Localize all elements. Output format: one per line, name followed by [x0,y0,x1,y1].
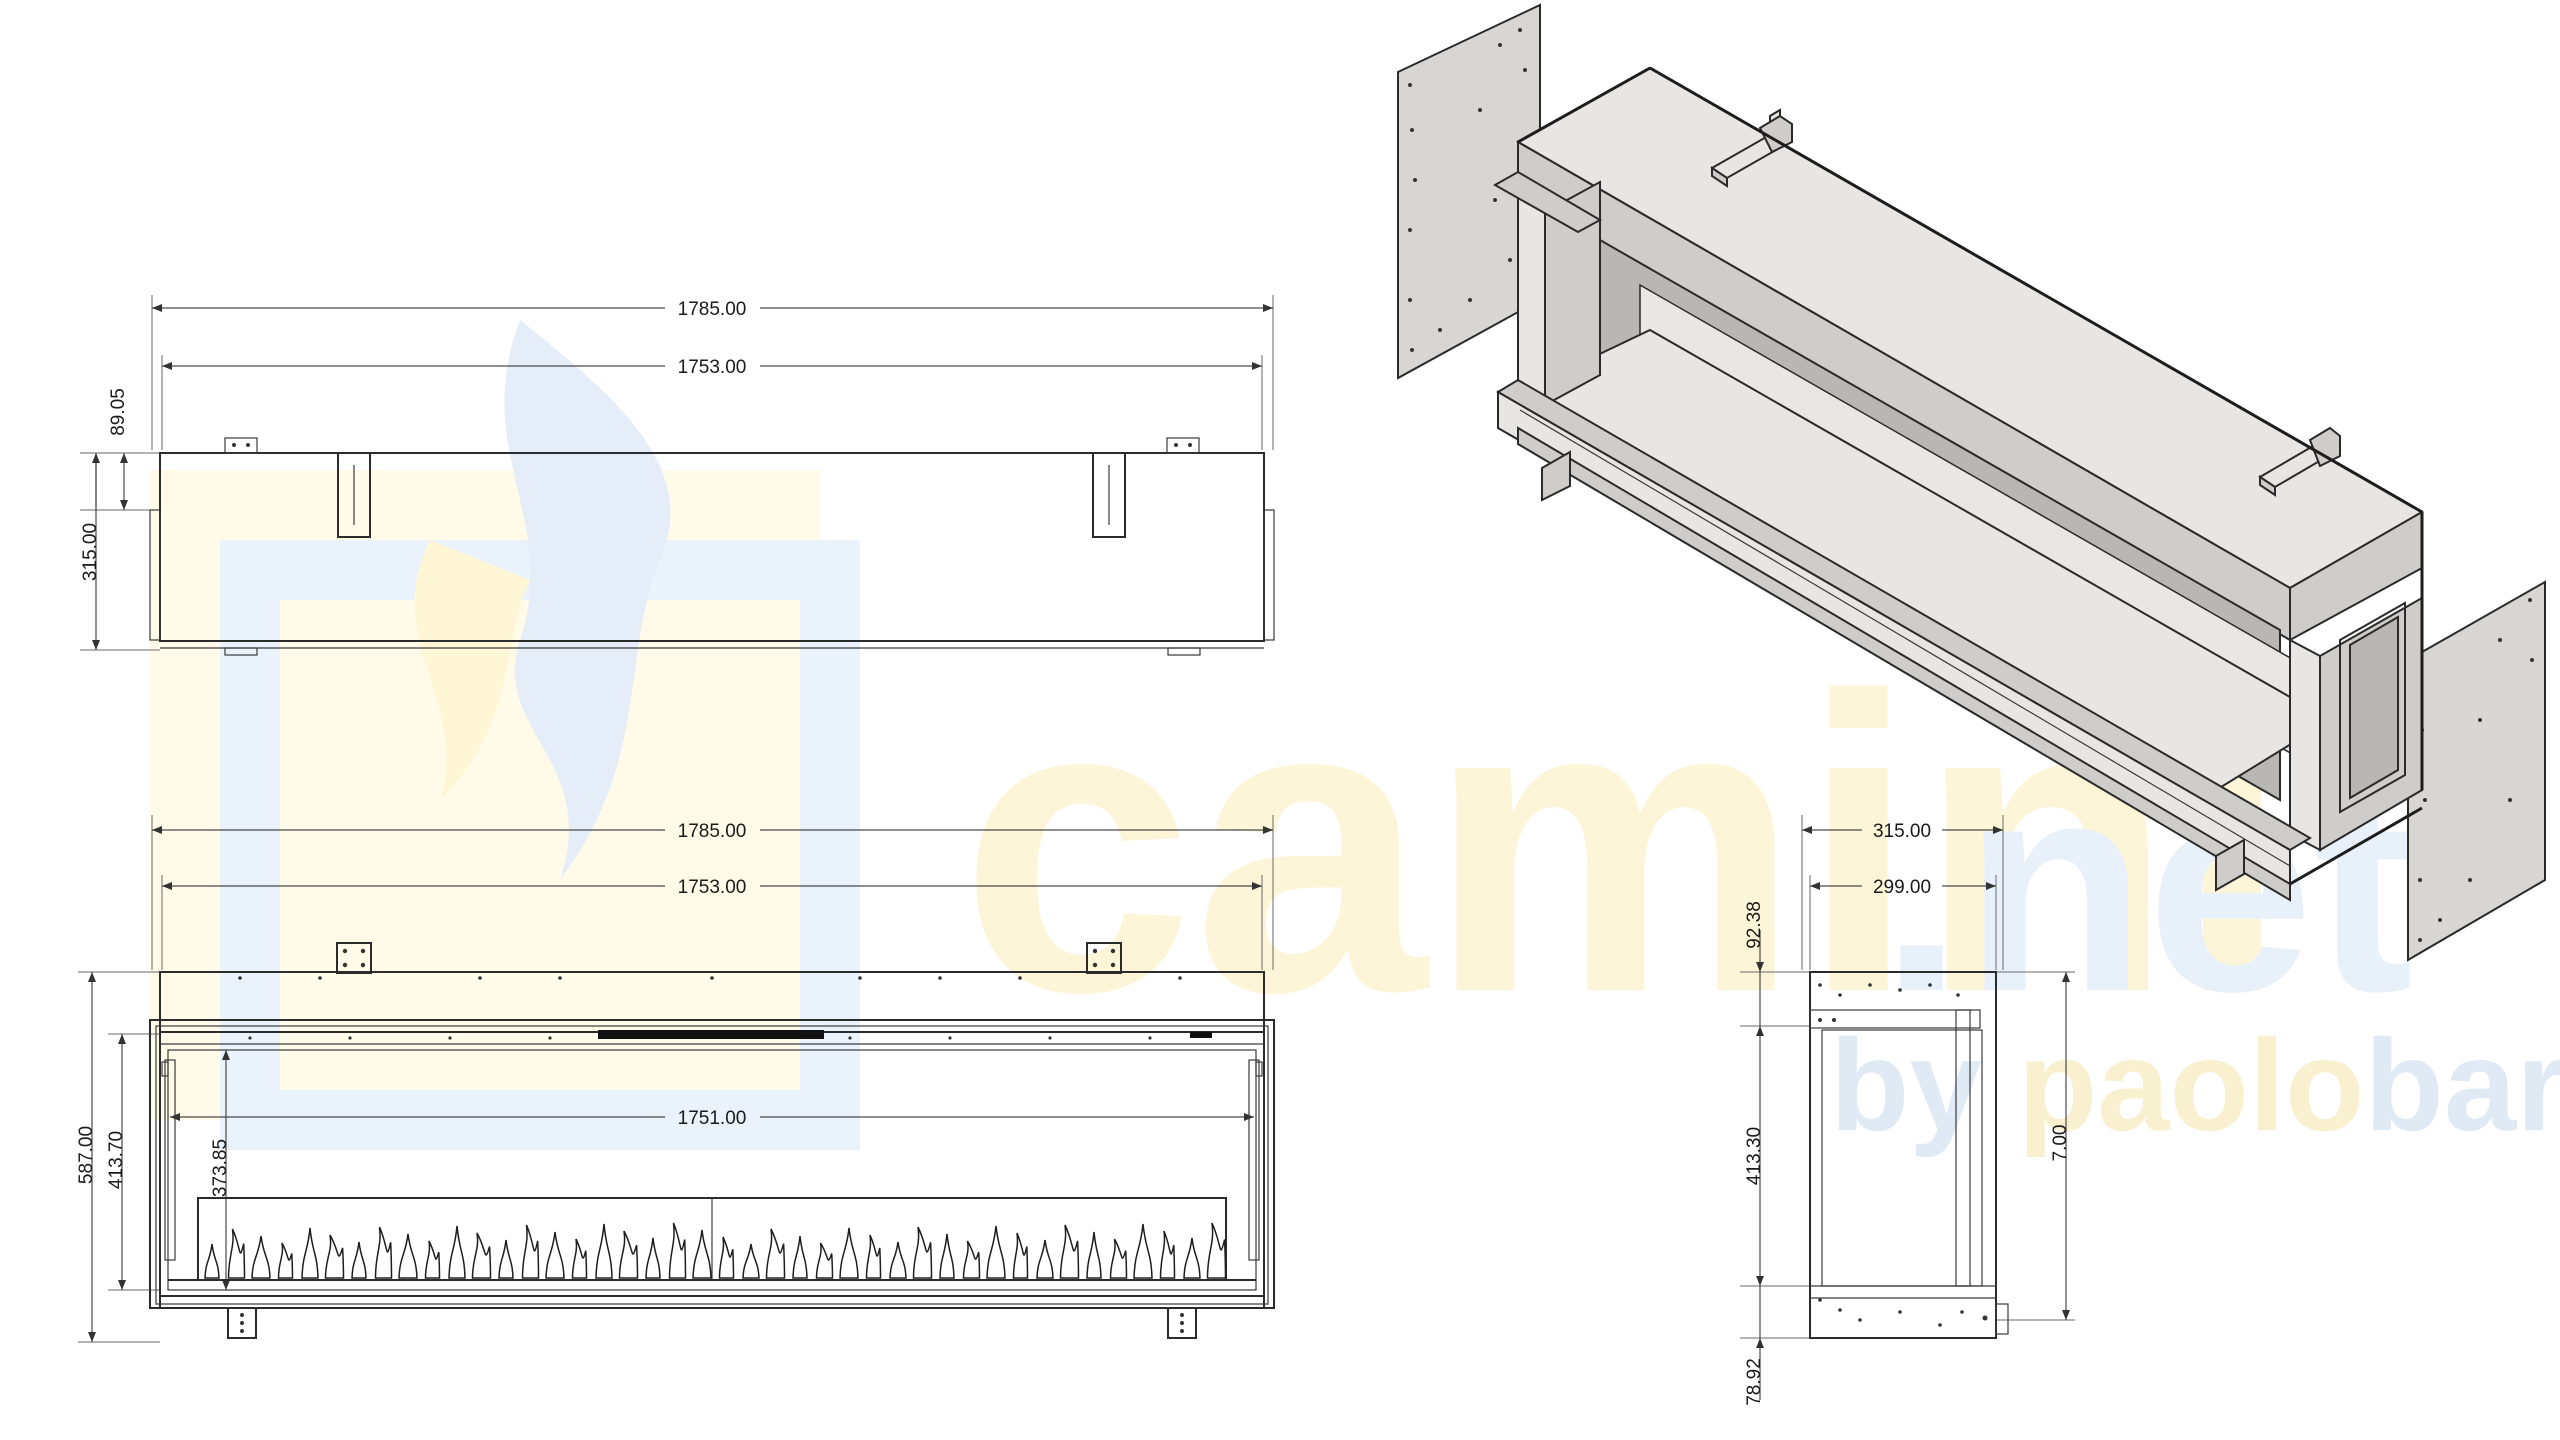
flame-shape [398,1233,418,1279]
flame-shape [912,1226,933,1279]
flame-shape [1206,1222,1227,1279]
front-opening-height-label: 413.70 [106,1131,127,1189]
flame-shape [521,1224,540,1279]
top-bracket-height-label: 89.05 [108,388,129,436]
front-inner-width-label: 1753.00 [678,877,747,898]
side-overall-depth-label: 315.00 [1873,821,1931,842]
flame-shape [227,1228,246,1279]
watermark-byline-end: barzotti [2364,1012,2560,1158]
watermark-flame-inner-icon [414,540,530,800]
flame-shape [301,1227,319,1279]
top-bracket-right [1166,437,1200,454]
top-slot-right [1092,452,1126,538]
watermark-byline-mid: paolo [2018,1012,2365,1158]
watermark-flame-icon [504,320,671,880]
flame-shape [668,1222,687,1279]
flame-shape [1059,1224,1080,1279]
side-lip-label: 7.00 [2050,1125,2071,1162]
front-opening [167,1049,1257,1291]
front-sensor [1190,1032,1212,1038]
flame-shape [1133,1223,1153,1279]
front-top-band-holes [238,976,1182,1040]
front-foot-left [227,1307,257,1339]
flame-shape [986,1225,1006,1279]
iso-right-side-panel [2407,580,2546,962]
flame-shape [962,1240,981,1279]
isometric-view [1397,3,2546,962]
front-overall-width-label: 1785.00 [678,821,747,842]
top-inner-width-label: 1753.00 [678,357,747,378]
side-opening-height-label: 413.30 [1744,1127,1765,1185]
side-view-body [1809,971,1997,1339]
side-view-holes [1818,983,1988,1327]
front-view: 1785.00 1753.00 587.00 413.70 373.85 [76,815,1275,1343]
top-slot-left [337,452,371,538]
side-bottom-offset-label: 78.92 [1744,1358,1765,1406]
iso-foot-right [2215,838,2245,892]
flame-shape [839,1227,859,1279]
front-opening-width-label: 1751.00 [678,1108,747,1129]
flame-shape [251,1235,271,1279]
flame-shape [765,1228,786,1279]
flame-shape [471,1232,492,1279]
front-control-strip [598,1030,824,1039]
flame-shape [815,1242,834,1279]
flame-shape [1109,1238,1128,1279]
front-flame-height-label: 373.85 [210,1139,231,1197]
front-flame-row [204,1222,1227,1279]
flame-shape [792,1235,808,1279]
flame-shape [595,1223,613,1279]
flame-shape [571,1238,588,1279]
flame-shape [742,1243,760,1279]
watermark-byline-prefix: by [1830,1012,2018,1158]
flame-shape [692,1229,712,1279]
flame-shape [1012,1232,1029,1279]
flame-shape [718,1236,735,1279]
iso-foot-left [1541,450,1571,502]
flame-shape [1159,1230,1176,1279]
flame-shape [324,1234,345,1279]
iso-left-panel-holes [1408,28,1527,352]
flame-shape [889,1241,907,1279]
top-view: 1785.00 1753.00 89.05 315.00 [80,295,1275,656]
flame-shape [204,1243,220,1279]
flame-shape [1183,1237,1201,1279]
flame-shape [545,1231,565,1279]
flame-shape [939,1233,955,1279]
flame-shape [1036,1239,1054,1279]
watermark-byline: by paolobarzotti [1830,1012,2560,1158]
front-overall-height-label: 587.00 [76,1126,97,1184]
front-foot-right [1167,1307,1197,1339]
flame-shape [448,1225,466,1279]
flame-shape [424,1240,441,1279]
flame-shape [865,1234,882,1279]
flame-shape [618,1230,639,1279]
top-bracket-left [224,437,258,454]
side-top-offset-label: 92.38 [1744,901,1765,949]
flame-shape [374,1226,393,1279]
side-inner-depth-label: 299.00 [1873,877,1931,898]
flame-shape [277,1242,294,1279]
top-overall-width-label: 1785.00 [678,299,747,320]
side-view: 315.00 299.00 92.38 413.30 78.92 7.00 [1740,815,2075,1406]
top-depth-label: 315.00 [80,523,101,581]
flame-shape [1086,1231,1102,1279]
flame-shape [351,1241,367,1279]
flame-shape [498,1239,514,1279]
flame-shape [645,1237,661,1279]
